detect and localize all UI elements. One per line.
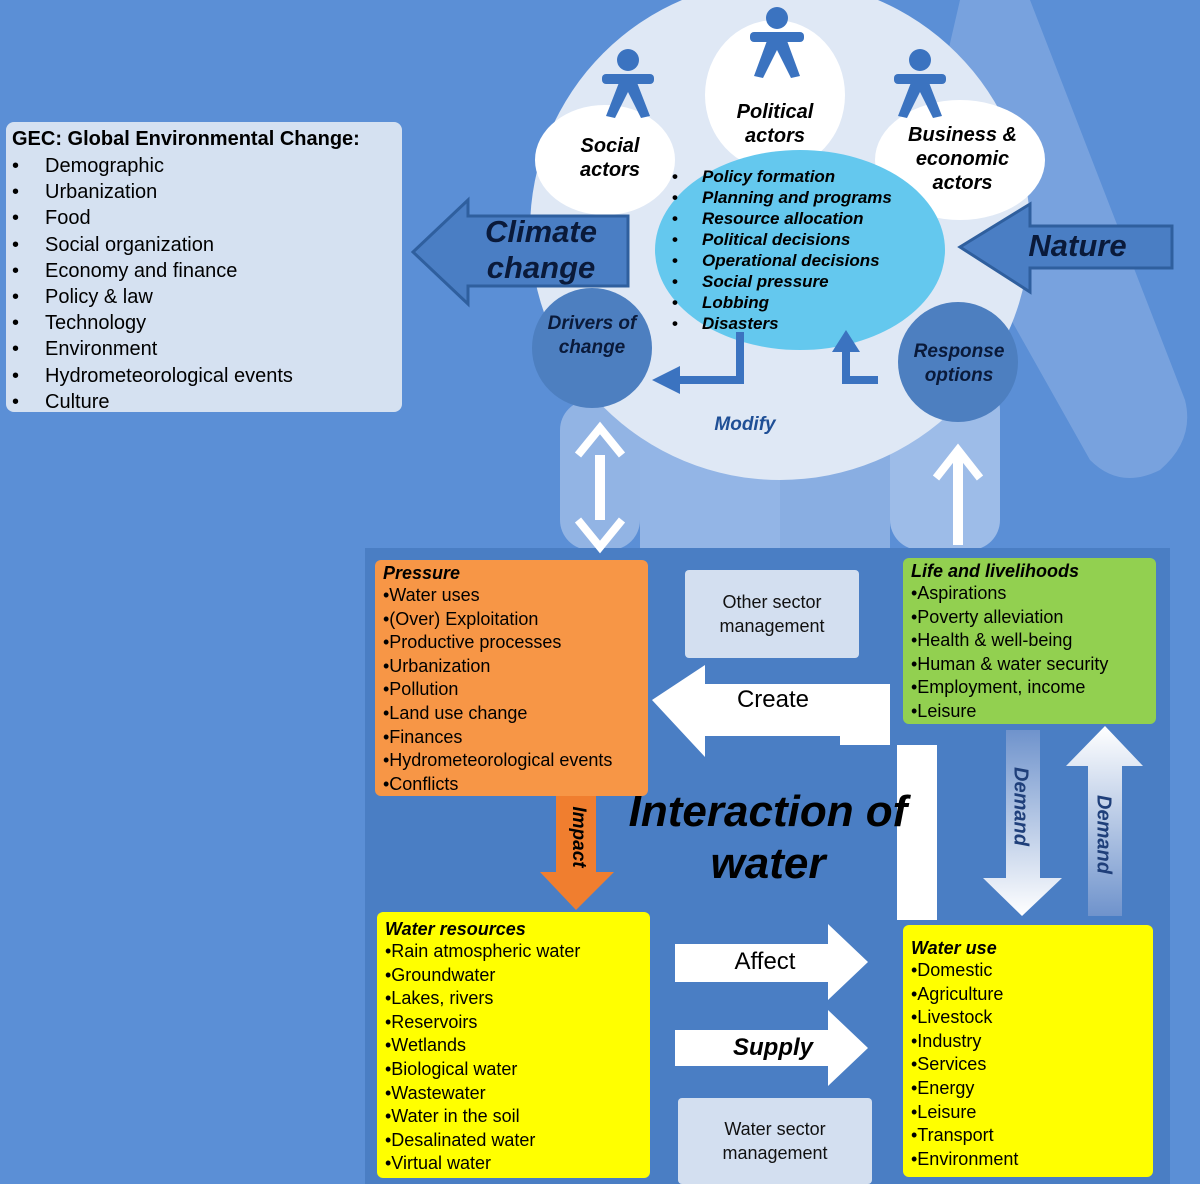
demand-label-down: Demand [1009, 767, 1032, 846]
pressure-item: •Urbanization [383, 655, 491, 676]
policy-item: •Planning and programs [672, 188, 892, 207]
pressure-item: •Water uses [383, 585, 480, 605]
life-item: •Aspirations [911, 583, 1007, 603]
interaction-title: Interaction of water [628, 787, 908, 888]
water-use-box: Water use •Domestic •Agriculture •Livest… [903, 925, 1153, 1177]
policy-list: •Policy formation •Planning and programs… [672, 166, 962, 334]
gec-list: •Demographic •Urbanization •Food •Social… [12, 153, 396, 415]
affect-arrow [675, 924, 868, 1000]
water-resources-item: •Rain atmospheric water [385, 941, 581, 961]
water-resources-item: •Water in the soil [385, 1106, 520, 1127]
climate-change-label: Climate change [485, 214, 597, 285]
gec-item: •Environment [12, 338, 158, 361]
pressure-item: •Land use change [383, 702, 528, 723]
life-item: •Leisure [911, 700, 977, 721]
pressure-item: •Conflicts [383, 773, 459, 794]
life-item: •Human & water security [911, 653, 1109, 674]
pressure-item: •Productive processes [383, 632, 562, 653]
policy-item: •Disasters [672, 314, 779, 333]
gec-box: GEC: Global Environmental Change: •Demog… [6, 122, 402, 415]
gec-item: •Policy & law [12, 286, 153, 309]
response-circle [898, 302, 1018, 422]
water-resources-item: •Lakes, rivers [385, 988, 494, 1009]
water-resources-box: Water resources •Rain atmospheric water … [377, 912, 650, 1178]
supply-label: Supply [732, 1034, 813, 1061]
person-icon-political [750, 7, 804, 78]
business-actors-label: Business & economic actors [908, 124, 1017, 194]
water-resources-item: •Desalinated water [385, 1129, 536, 1150]
affect-label: Affect [734, 948, 796, 975]
water-resources-item: •Groundwater [385, 964, 496, 985]
water-resources-item: •Biological water [385, 1058, 518, 1079]
demand-down-arrow [983, 730, 1062, 916]
political-actors-label: Political actors [736, 101, 814, 147]
life-title: Life and livelihoods [911, 561, 1080, 581]
create-arrow [652, 665, 937, 920]
water-use-item: •Energy [911, 1077, 975, 1098]
water-resources-title: Water resources [385, 919, 526, 939]
pressure-item: •Hydrometeorological events [383, 750, 613, 771]
policy-item: •Lobbing [672, 293, 770, 312]
life-item: •Poverty alleviation [911, 606, 1064, 627]
pressure-title: Pressure [383, 563, 461, 583]
pressure-item: •Finances [383, 726, 463, 747]
person-icon-business [894, 49, 946, 118]
drivers-circle [532, 288, 652, 408]
impact-label: Impact [568, 806, 589, 868]
life-item: •Employment, income [911, 677, 1086, 698]
modify-label: Modify [714, 414, 776, 435]
policy-item: •Social pressure [672, 272, 829, 291]
policy-item: •Operational decisions [672, 251, 880, 270]
water-use-title: Water use [911, 938, 997, 958]
policy-item: •Policy formation [672, 167, 836, 186]
water-resources-item: •Reservoirs [385, 1011, 478, 1032]
policy-item: •Political decisions [672, 230, 851, 249]
supply-arrow [675, 1010, 868, 1086]
water-use-item: •Agriculture [911, 983, 1004, 1004]
nature-arrow [957, 201, 1174, 295]
impact-arrow [540, 796, 614, 910]
gec-item: •Food [12, 207, 91, 230]
gec-item: •Culture [12, 390, 110, 413]
social-actors-label: Social actors [579, 135, 641, 181]
drivers-label: Drivers of change [547, 313, 637, 358]
life-item: •Health & well-being [911, 630, 1073, 651]
gec-item: •Demographic [12, 155, 164, 177]
water-use-item: •Services [911, 1054, 987, 1075]
demand-up-arrow [1066, 726, 1143, 916]
gec-item: •Economy and finance [12, 259, 238, 282]
climate-arrow [410, 196, 630, 308]
create-label: Create [736, 686, 810, 713]
other-sector-management: Other sector management [685, 570, 859, 658]
gec-item: •Technology [12, 312, 147, 335]
water-use-item: •Industry [911, 1030, 982, 1051]
gec-item: •Hydrometeorological events [12, 364, 293, 387]
water-use-item: •Transport [911, 1125, 994, 1146]
gec-item: •Social organization [12, 233, 214, 256]
water-resources-item: •Wetlands [385, 1035, 467, 1056]
gec-title: GEC: Global Environmental Change: [12, 128, 360, 150]
water-use-item: •Livestock [911, 1007, 993, 1028]
life-box: Life and livelihoods •Aspirations •Pover… [903, 558, 1156, 724]
water-resources-item: •Wastewater [385, 1082, 486, 1103]
pressure-item: •Pollution [383, 679, 459, 700]
water-use-item: •Domestic [911, 960, 993, 980]
response-label: Response options [913, 341, 1005, 386]
nature-label: Nature [1028, 228, 1127, 263]
water-use-item: •Environment [911, 1148, 1019, 1169]
water-sector-management: Water sector management [678, 1098, 872, 1184]
gec-item: •Urbanization [12, 181, 158, 204]
policy-ellipse [655, 150, 945, 350]
pressure-box: Pressure •Water uses •(Over) Exploitatio… [375, 560, 648, 796]
pressure-item: •(Over) Exploitation [383, 608, 539, 629]
person-icon-social [602, 49, 654, 118]
demand-label-up: Demand [1092, 795, 1115, 874]
policy-item: •Resource allocation [672, 209, 864, 228]
water-use-item: •Leisure [911, 1101, 977, 1122]
water-resources-item: •Virtual water [385, 1153, 492, 1174]
